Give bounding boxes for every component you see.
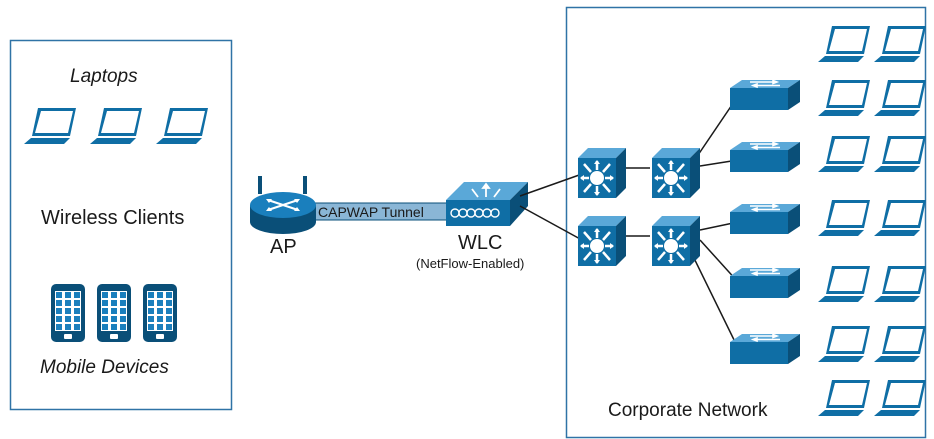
laptop-icon xyxy=(874,136,926,172)
mobile-phone-icon xyxy=(51,284,85,342)
wlc-label: WLC xyxy=(458,232,503,254)
laptop-icon xyxy=(874,380,926,416)
laptop-icon xyxy=(818,26,870,62)
laptop-icon xyxy=(874,26,926,62)
laptop-icon xyxy=(818,136,870,172)
layer3-switch-icon xyxy=(576,146,628,200)
layer3-switch-icon xyxy=(576,214,628,268)
ap-label: AP xyxy=(270,236,297,258)
access-switch-icon xyxy=(729,141,801,173)
access-switch-icon xyxy=(729,333,801,365)
access-switch-icon xyxy=(729,203,801,235)
mobile-devices-label: Mobile Devices xyxy=(40,357,169,378)
access-switch-icon xyxy=(729,79,801,111)
laptop-icon xyxy=(874,200,926,236)
capwap-tunnel-label: CAPWAP Tunnel xyxy=(318,204,424,220)
access-switch-icon xyxy=(729,267,801,299)
netflow-enabled-label: (NetFlow-Enabled) xyxy=(416,256,525,271)
mobile-phone-icon xyxy=(143,284,177,342)
corporate-network-label: Corporate Network xyxy=(608,400,768,421)
laptop-icon xyxy=(818,380,870,416)
laptop-icon xyxy=(818,200,870,236)
laptops-label: Laptops xyxy=(70,66,138,87)
laptop-icon xyxy=(90,108,142,144)
laptop-icon xyxy=(818,80,870,116)
corporate-network-box xyxy=(565,6,927,439)
laptop-icon xyxy=(874,326,926,362)
access-point-icon xyxy=(250,176,316,234)
wireless-clients-box xyxy=(9,39,233,411)
corporate-laptops xyxy=(818,26,926,416)
wireless-clients-label: Wireless Clients xyxy=(41,207,185,229)
mobile-phone-icon xyxy=(97,284,131,342)
layer3-switch-icon xyxy=(650,146,702,200)
laptop-icon xyxy=(818,266,870,302)
network-links xyxy=(519,95,739,349)
laptop-icon xyxy=(818,326,870,362)
laptop-icon xyxy=(874,80,926,116)
laptop-icon xyxy=(24,108,76,144)
wireless-lan-controller-icon xyxy=(446,182,528,226)
layer3-switch-icon xyxy=(650,214,702,268)
laptop-icon xyxy=(874,266,926,302)
laptop-icon xyxy=(156,108,208,144)
